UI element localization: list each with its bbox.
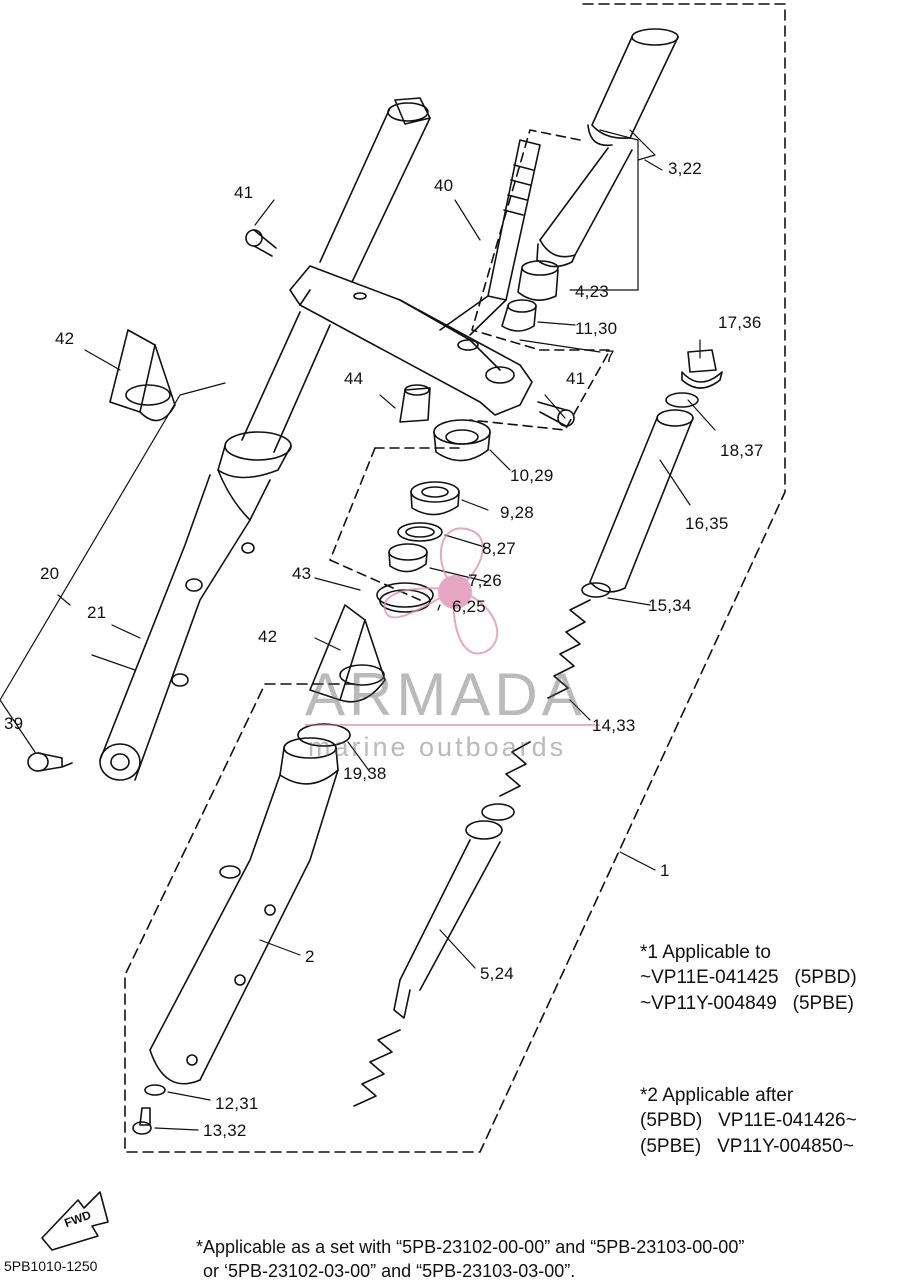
piston-ring [465, 820, 503, 840]
callout-20: 20 [40, 564, 60, 583]
bearing-set-boundary [329, 447, 461, 601]
watermark-line [305, 724, 600, 726]
bolt-13 [132, 1107, 152, 1135]
callout-41-right: 41 [566, 369, 586, 388]
upper-dashed-boundary [469, 129, 611, 431]
callout-9-28: 9,28 [500, 503, 534, 522]
spacer-16 [589, 409, 694, 593]
cap-bolt-17 [681, 349, 723, 389]
callout-17-36: 17,36 [718, 313, 762, 332]
steering-stem [439, 139, 541, 336]
callout-1: 1 [660, 861, 670, 880]
bearing-9 [410, 481, 460, 516]
callout-5-24: 5,24 [480, 964, 514, 983]
inner-tube-upper [536, 28, 679, 268]
callout-39: 39 [4, 714, 24, 733]
callout-13-32: 13,32 [203, 1121, 247, 1140]
cover-42-lower [309, 604, 386, 703]
callout-44: 44 [344, 369, 364, 388]
callout-8-27: 8,27 [482, 539, 516, 558]
applicability-note-2: *2 Applicable after (5PBD) VP11E-041426~… [640, 1085, 857, 1157]
bush-4 [517, 260, 559, 301]
snap-ring [481, 803, 515, 821]
callout-7: 7 [605, 347, 615, 366]
callout-12-31: 12,31 [215, 1094, 259, 1113]
callout-18-37: 18,37 [720, 441, 764, 460]
ring-7 [388, 543, 428, 573]
applicability-note-1: *1 Applicable to ~VP11E-041425 (5PBD) ~V… [640, 942, 857, 1014]
callout-21: 21 [87, 603, 107, 622]
left-upper-fork-tube [319, 107, 431, 283]
nut-44 [399, 384, 431, 423]
callout-42-lower: 42 [258, 627, 278, 646]
bearing-race-10 [433, 419, 491, 462]
o-ring-18 [665, 392, 699, 408]
rebound-spring [353, 1029, 401, 1107]
callout-2: 2 [305, 947, 315, 966]
bush-11 [501, 299, 537, 332]
callout-7-26: 7,26 [468, 571, 502, 590]
callout-19-38: 19,38 [343, 764, 387, 783]
callout-16-35: 16,35 [685, 514, 729, 533]
callout-14-33: 14,33 [592, 716, 636, 735]
callout-11-30: 11,30 [575, 319, 618, 338]
watermark-propeller-icon [383, 527, 499, 655]
assembly-boundary-1 [124, 3, 786, 1153]
under-bracket [289, 265, 533, 416]
fork-cap-bolt [387, 97, 431, 125]
fwd-arrow [41, 1191, 109, 1251]
callout-43: 43 [292, 564, 312, 583]
callout-15-34: 15,34 [648, 596, 692, 615]
leader-lines [0, 129, 716, 1131]
seal-8 [397, 522, 443, 542]
callout-6-25: 6,25 [452, 597, 486, 616]
watermark-name: ARMADA [305, 661, 586, 728]
spring-14 [499, 599, 591, 797]
diagram-code: 5PB1010-1250 [4, 1258, 98, 1274]
callout-41-left: 41 [234, 183, 254, 202]
callout-42-upper: 42 [55, 329, 75, 348]
callout-10-29: 10,29 [510, 466, 554, 485]
footer-note-line-2: or ‘5PB-23102-03-00” and “5PB-23103-03-0… [203, 1261, 576, 1281]
footer-note-line-1: *Applicable as a set with “5PB-23102-00-… [196, 1237, 745, 1257]
damper-rod [393, 839, 501, 1019]
cover-42-upper [109, 329, 176, 422]
callout-4-23: 4,23 [575, 282, 609, 301]
right-fork-outer-tube [149, 737, 339, 1085]
left-fork-outer-tube [99, 311, 331, 781]
callout-3-22: 3,22 [668, 159, 702, 178]
callout-40: 40 [434, 176, 454, 195]
bolt-41-right [537, 401, 575, 427]
washer-12 [144, 1084, 166, 1096]
washer-15 [581, 582, 611, 598]
bolt-39 [27, 752, 73, 772]
bolt-41-left [245, 229, 277, 257]
watermark-subtitle: marine outboards [308, 732, 567, 762]
